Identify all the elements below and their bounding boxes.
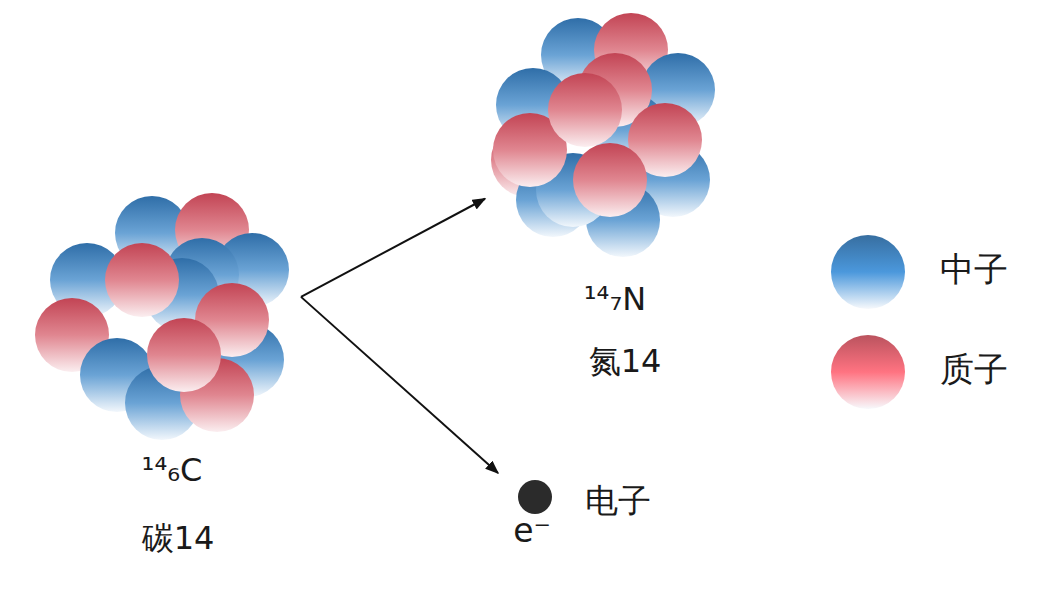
name-label: 碳14 bbox=[142, 520, 215, 557]
legend-swatch-holder bbox=[828, 332, 908, 412]
nucleus-illustration bbox=[35, 193, 289, 440]
legend-label: 质子 bbox=[940, 350, 1008, 389]
legend-entry: 中子 bbox=[828, 232, 1028, 312]
electron-dot bbox=[518, 480, 552, 514]
decay-arrow bbox=[301, 199, 485, 297]
legend-swatch bbox=[831, 335, 905, 409]
legend-swatch bbox=[831, 235, 905, 309]
nucleus-illustration bbox=[491, 13, 715, 257]
symbol-label: 电子 bbox=[585, 482, 651, 520]
nucleus-node: ¹⁴₆C 碳14 bbox=[60, 190, 295, 565]
name-label: e⁻ bbox=[513, 512, 551, 550]
legend-label: 中子 bbox=[940, 250, 1008, 289]
name-label: 氮14 bbox=[589, 343, 662, 380]
nucleus-node: ¹⁴₇N 氮14 bbox=[488, 15, 718, 390]
legend-swatch-holder bbox=[828, 232, 908, 312]
electron-node: 电子 e⁻ bbox=[510, 476, 670, 576]
legend-entry: 质子 bbox=[828, 332, 1028, 412]
symbol-label: ¹⁴₆C bbox=[142, 452, 203, 489]
proton-ball bbox=[105, 243, 179, 317]
proton-ball bbox=[548, 73, 622, 147]
proton-ball bbox=[573, 143, 647, 217]
symbol-label: ¹⁴₇N bbox=[584, 281, 646, 318]
proton-ball bbox=[147, 318, 221, 392]
decay-arrow bbox=[301, 297, 498, 473]
